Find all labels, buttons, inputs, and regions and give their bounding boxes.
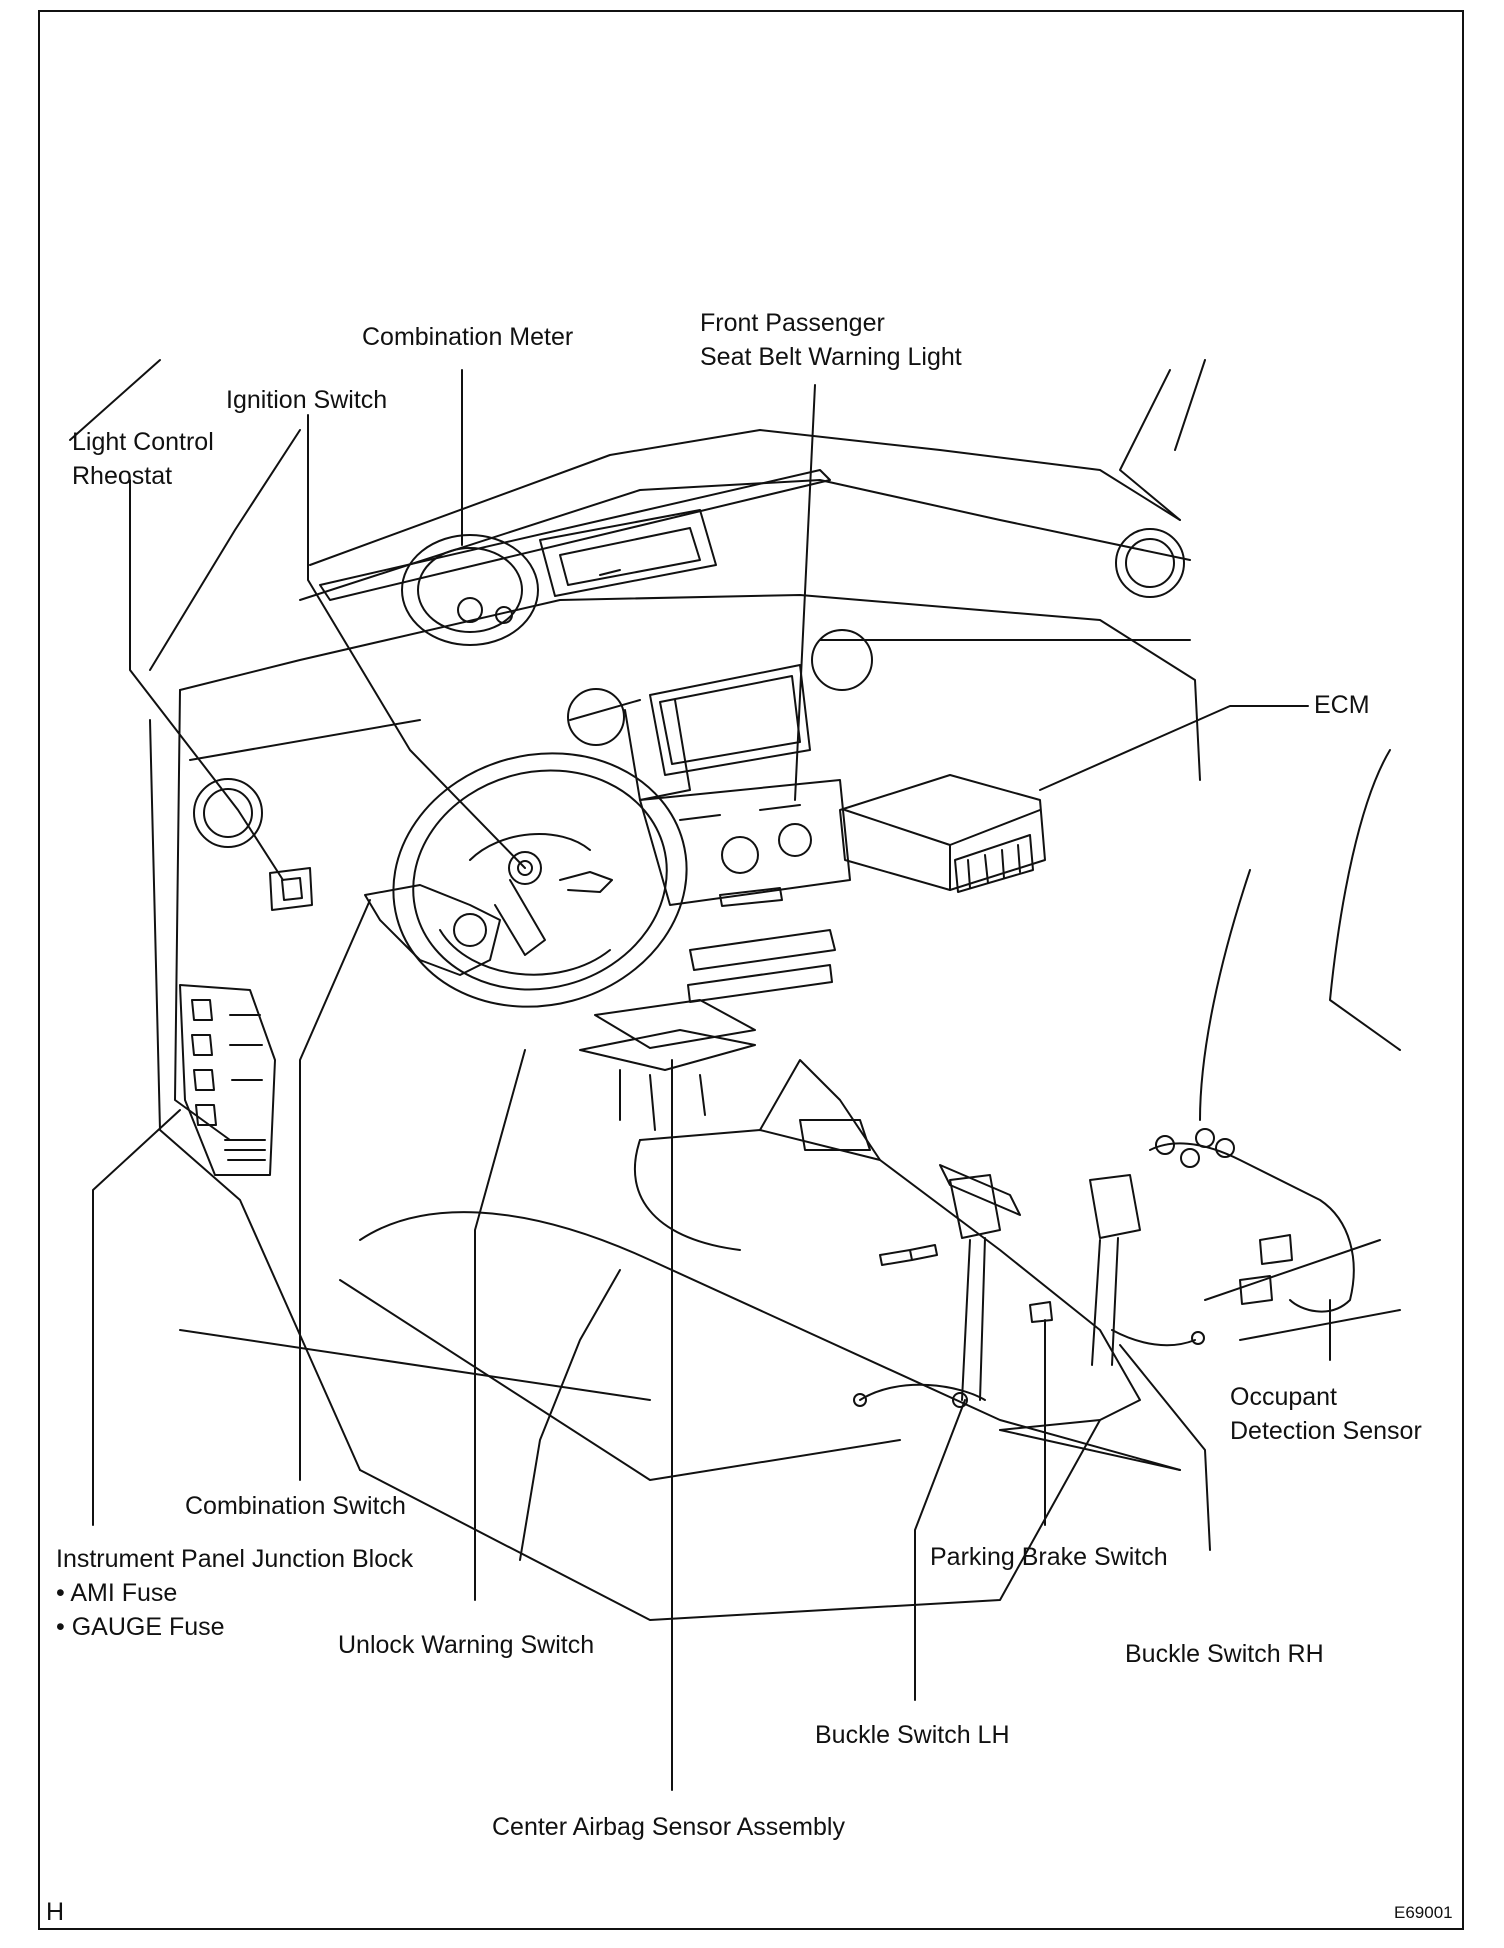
label-ami-fuse: • AMI Fuse	[56, 1579, 178, 1607]
label-ignition-switch: Ignition Switch	[226, 386, 388, 414]
label-parking-brake-switch: Parking Brake Switch	[930, 1543, 1168, 1571]
label-ij-block: Instrument Panel Junction Block	[56, 1545, 414, 1573]
label-combination-meter: Combination Meter	[362, 323, 574, 351]
label-ecm: ECM	[1314, 691, 1370, 719]
label-buckle-switch-rh: Buckle Switch RH	[1125, 1640, 1324, 1668]
label-occupant-line2: Detection Sensor	[1230, 1417, 1422, 1445]
label-occupant-line1: Occupant	[1230, 1383, 1338, 1411]
label-front-passenger-line1: Front Passenger	[700, 309, 885, 337]
label-unlock-warning-switch: Unlock Warning Switch	[338, 1631, 595, 1659]
label-front-passenger-line2: Seat Belt Warning Light	[700, 343, 962, 371]
label-light-control-rheostat: Light Control Rheostat	[72, 425, 214, 493]
label-buckle-switch-lh: Buckle Switch LH	[815, 1721, 1010, 1749]
label-light-control-line2: Rheostat	[72, 462, 173, 490]
corner-mark: H	[46, 1898, 65, 1926]
label-gauge-fuse: • GAUGE Fuse	[56, 1613, 225, 1641]
figure-id: E69001	[1394, 1903, 1453, 1922]
figure-frame	[38, 10, 1464, 1930]
label-combination-switch: Combination Switch	[185, 1492, 406, 1520]
label-occupant-detection-sensor: Occupant Detection Sensor	[1230, 1380, 1422, 1448]
label-instrument-panel-junction-block: Instrument Panel Junction Block • AMI Fu…	[56, 1542, 413, 1644]
label-front-passenger-warning-light: Front Passenger Seat Belt Warning Light	[700, 306, 962, 374]
label-light-control-line1: Light Control	[72, 428, 214, 456]
label-center-airbag-sensor: Center Airbag Sensor Assembly	[492, 1813, 845, 1841]
